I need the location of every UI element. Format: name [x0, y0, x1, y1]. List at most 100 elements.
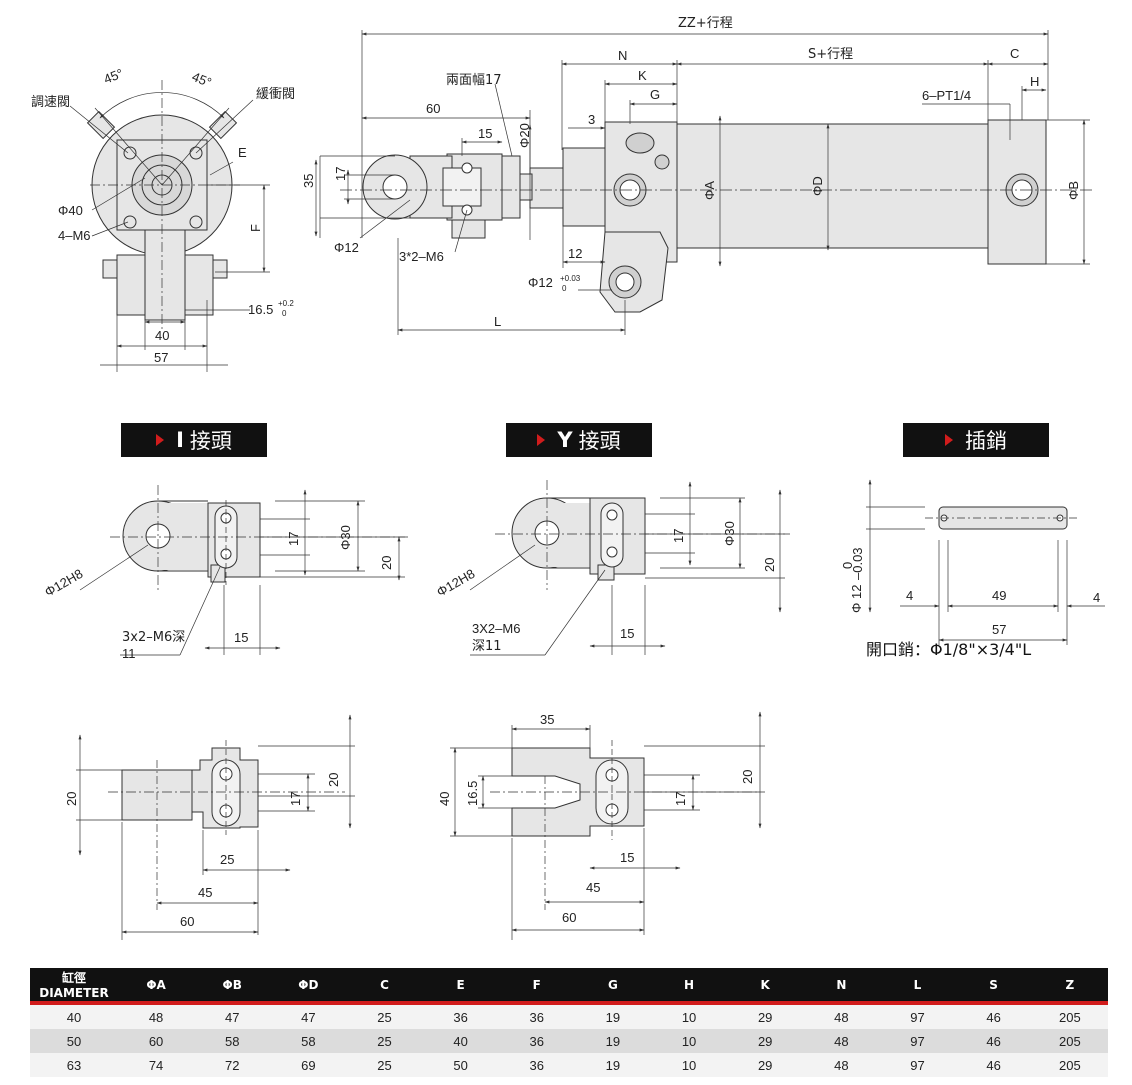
label-16-5: 16.5: [248, 302, 273, 317]
speed-valve-knob: [86, 110, 116, 140]
label-phi12: Φ12: [334, 240, 359, 255]
y-label-m6-2: 深11: [472, 639, 502, 654]
table-cell: 74: [118, 1053, 195, 1077]
pin-body: [938, 506, 1068, 530]
table-cell: 40: [422, 1029, 499, 1053]
table-cell: 25: [346, 1053, 423, 1077]
cotter-pin-note: 開口銷：Φ1/8"×3/4"L: [866, 640, 1032, 659]
table-cell: 97: [879, 1003, 956, 1029]
i-label-phi: Φ12H8: [42, 566, 85, 600]
section-key: Y: [557, 428, 573, 452]
table-cell: 10: [650, 1003, 728, 1029]
table-cell: 10: [650, 1053, 728, 1077]
label-n: N: [618, 48, 627, 63]
y-label-m6-1: 3X2–M6: [472, 621, 520, 636]
label-pt: 6–PT1/4: [922, 88, 971, 103]
table-cell: 48: [803, 1029, 880, 1053]
table-cell: 25: [346, 1003, 423, 1029]
ib-label-25: 25: [220, 852, 234, 867]
label-h: H: [1030, 74, 1039, 89]
table-cell: 36: [498, 1003, 575, 1029]
table-header: H: [650, 968, 728, 1005]
spec-table: 缸徑 DIAMETER ΦA ΦB ΦD C E F G H K N L S Z…: [30, 968, 1108, 1077]
pin-label-phi12: Φ 12: [849, 585, 864, 613]
label-f: F: [248, 224, 263, 232]
y-joint-view: [511, 497, 646, 581]
table-cell: 19: [574, 1003, 651, 1029]
table-header: K: [727, 968, 804, 1005]
bolt-hole-tl: [123, 146, 137, 160]
table-cell: 46: [955, 1053, 1032, 1077]
red-arrow-icon: [945, 434, 953, 446]
table-cell: 205: [1031, 1029, 1108, 1053]
table-cell: 58: [270, 1029, 347, 1053]
table-row: 50 60 58 58 25 40 36 19 10 29 48 97 46 2…: [30, 1029, 1108, 1053]
section-label: 插銷: [965, 429, 1007, 453]
table-cell: 46: [955, 1029, 1032, 1053]
i-joint-bottom-view: [121, 747, 259, 829]
label-l: L: [494, 314, 501, 329]
ib-label-17: 17: [288, 792, 303, 806]
table-cell: 69: [270, 1053, 347, 1077]
table-cell: 29: [727, 1003, 804, 1029]
section-label: 接頭: [578, 429, 621, 453]
label-phi20: Φ20: [517, 123, 532, 148]
table-cell: 48: [118, 1003, 195, 1029]
yb-label-15: 15: [620, 850, 634, 865]
bolt-hole-br: [189, 215, 203, 229]
label-16-5-tol-low: 0: [282, 309, 287, 318]
pin-label-4-left: 4: [906, 588, 913, 603]
table-header: C: [346, 968, 423, 1005]
label-57: 57: [154, 350, 168, 365]
label-3x2-m6: 3*2–M6: [399, 249, 444, 264]
section-key: I: [176, 428, 184, 452]
yb-label-20: 20: [740, 770, 755, 784]
angle-left-label: 45°: [102, 66, 126, 87]
table-header: F: [498, 968, 575, 1005]
label-3: 3: [588, 112, 595, 127]
table-cell: 36: [422, 1003, 499, 1029]
i-label-15: 15: [234, 630, 248, 645]
table-cell: 97: [879, 1029, 956, 1053]
label-16-5-tol-up: +0.2: [278, 299, 294, 308]
label-e: E: [238, 145, 247, 160]
table-cell: 58: [194, 1029, 271, 1053]
table-header-row: 缸徑 DIAMETER ΦA ΦB ΦD C E F G H K N L S Z: [30, 968, 1108, 1005]
label-12: 12: [568, 246, 582, 261]
yb-label-16-5: 16.5: [465, 781, 480, 806]
table-cell: 46: [955, 1003, 1032, 1029]
table-cell: 29: [727, 1053, 804, 1077]
table-header: L: [879, 968, 956, 1005]
table-row: 40 48 47 47 25 36 36 19 10 29 48 97 46 2…: [30, 1003, 1108, 1029]
label-phi12b: Φ12: [528, 275, 553, 290]
label-phi40: Φ40: [58, 203, 83, 218]
y-label-phi30: Φ30: [722, 521, 737, 546]
table-cell: 29: [727, 1029, 804, 1053]
label-c: C: [1010, 46, 1019, 61]
ib-label-60: 60: [180, 914, 194, 929]
hex-nut: [501, 155, 521, 219]
table-header: ΦA: [118, 968, 195, 1005]
label-zz: ZZ+行程: [678, 16, 733, 31]
pin-label-49: 49: [992, 588, 1006, 603]
label-k: K: [638, 68, 647, 83]
table-header: N: [803, 968, 880, 1005]
label-across-flats: 兩面幅17: [446, 73, 502, 88]
table-header: S: [955, 968, 1032, 1005]
section-title-i-joint: I 接頭: [121, 423, 267, 457]
table-cell: 205: [1031, 1053, 1108, 1077]
table-cell: 47: [194, 1003, 271, 1029]
section-title-pin: 插銷: [903, 423, 1049, 457]
label-40: 40: [155, 328, 169, 343]
y-label-phi: Φ12H8: [434, 566, 477, 600]
table-cell: 10: [650, 1029, 728, 1053]
table-cell: 60: [118, 1029, 195, 1053]
label-35: 35: [301, 174, 316, 188]
label-phib: ΦB: [1066, 181, 1081, 200]
label-17: 17: [333, 167, 348, 181]
i-joint-view: [122, 500, 261, 583]
table-header: 缸徑 DIAMETER: [30, 968, 118, 1005]
table-header: Z: [1031, 968, 1108, 1005]
label-4m6: 4–M6: [58, 228, 91, 243]
